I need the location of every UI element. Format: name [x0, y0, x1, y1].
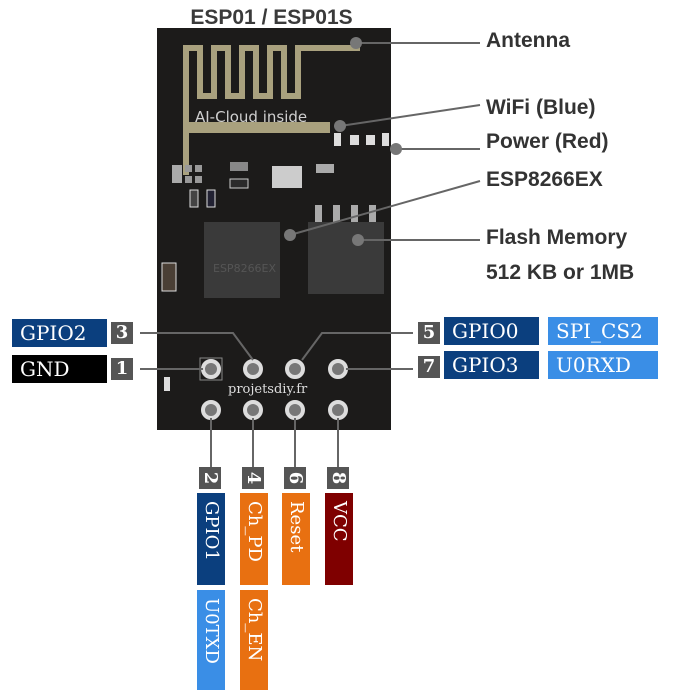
pin-label-gpio2: GPIO2: [12, 319, 107, 347]
pin-number-8: 8: [327, 467, 349, 489]
pin-label-reset: Reset: [282, 493, 310, 585]
led-2: [366, 135, 375, 145]
led-power: [382, 133, 389, 146]
pin-alt-spi-cs2: SPI_CS2: [548, 317, 658, 345]
pin-2: [201, 400, 221, 420]
flash-chip: [308, 222, 384, 294]
pin-alt-u0rxd: U0RXD: [548, 351, 658, 379]
pin-8: [328, 400, 348, 420]
diagram-title: ESP01 / ESP01S: [190, 6, 353, 29]
pin-alt-u0txd: U0TXD: [197, 590, 225, 690]
led-wifi: [334, 133, 341, 146]
callout-chip: ESP8266EX: [486, 168, 603, 191]
callout-power: Power (Red): [486, 130, 609, 153]
chip-label: ESP8266EX: [213, 262, 277, 275]
pin-1: [201, 359, 221, 379]
pin-number-1: 1: [111, 358, 133, 380]
pin-number-5: 5: [418, 322, 440, 344]
pin-label-ch-pd: Ch_PD: [240, 493, 268, 585]
pin-4: [243, 400, 263, 420]
callout-wifi: WiFi (Blue): [486, 96, 596, 119]
antenna-trace: [183, 45, 360, 175]
antenna-label: AI-Cloud inside: [195, 108, 307, 126]
pin-alt-ch-en: Ch_EN: [240, 590, 268, 690]
callout-flash-size: 512 KB or 1MB: [486, 261, 635, 284]
pin-number-3: 3: [111, 322, 133, 344]
pin-label-gpio1: GPIO1: [197, 493, 225, 585]
pin-label-gnd: GND: [12, 355, 107, 383]
esp8266-chip: [204, 222, 280, 298]
pin-label-gpio0: GPIO0: [444, 317, 539, 345]
pin-number-2: 2: [199, 467, 221, 489]
pin-number-6: 6: [284, 467, 306, 489]
pin-6: [285, 400, 305, 420]
callout-antenna: Antenna: [486, 29, 570, 52]
pin-label-gpio3: GPIO3: [444, 351, 539, 379]
pin-5: [285, 359, 305, 379]
callout-flash: Flash Memory: [486, 226, 628, 249]
pin-number-7: 7: [418, 356, 440, 378]
pin-7: [328, 359, 348, 379]
led-1: [350, 135, 359, 145]
pin-3: [243, 359, 263, 379]
pin-number-4: 4: [242, 467, 264, 489]
pin-label-vcc: VCC: [325, 493, 353, 585]
silkscreen-text: projetsdiy.fr: [228, 382, 308, 397]
